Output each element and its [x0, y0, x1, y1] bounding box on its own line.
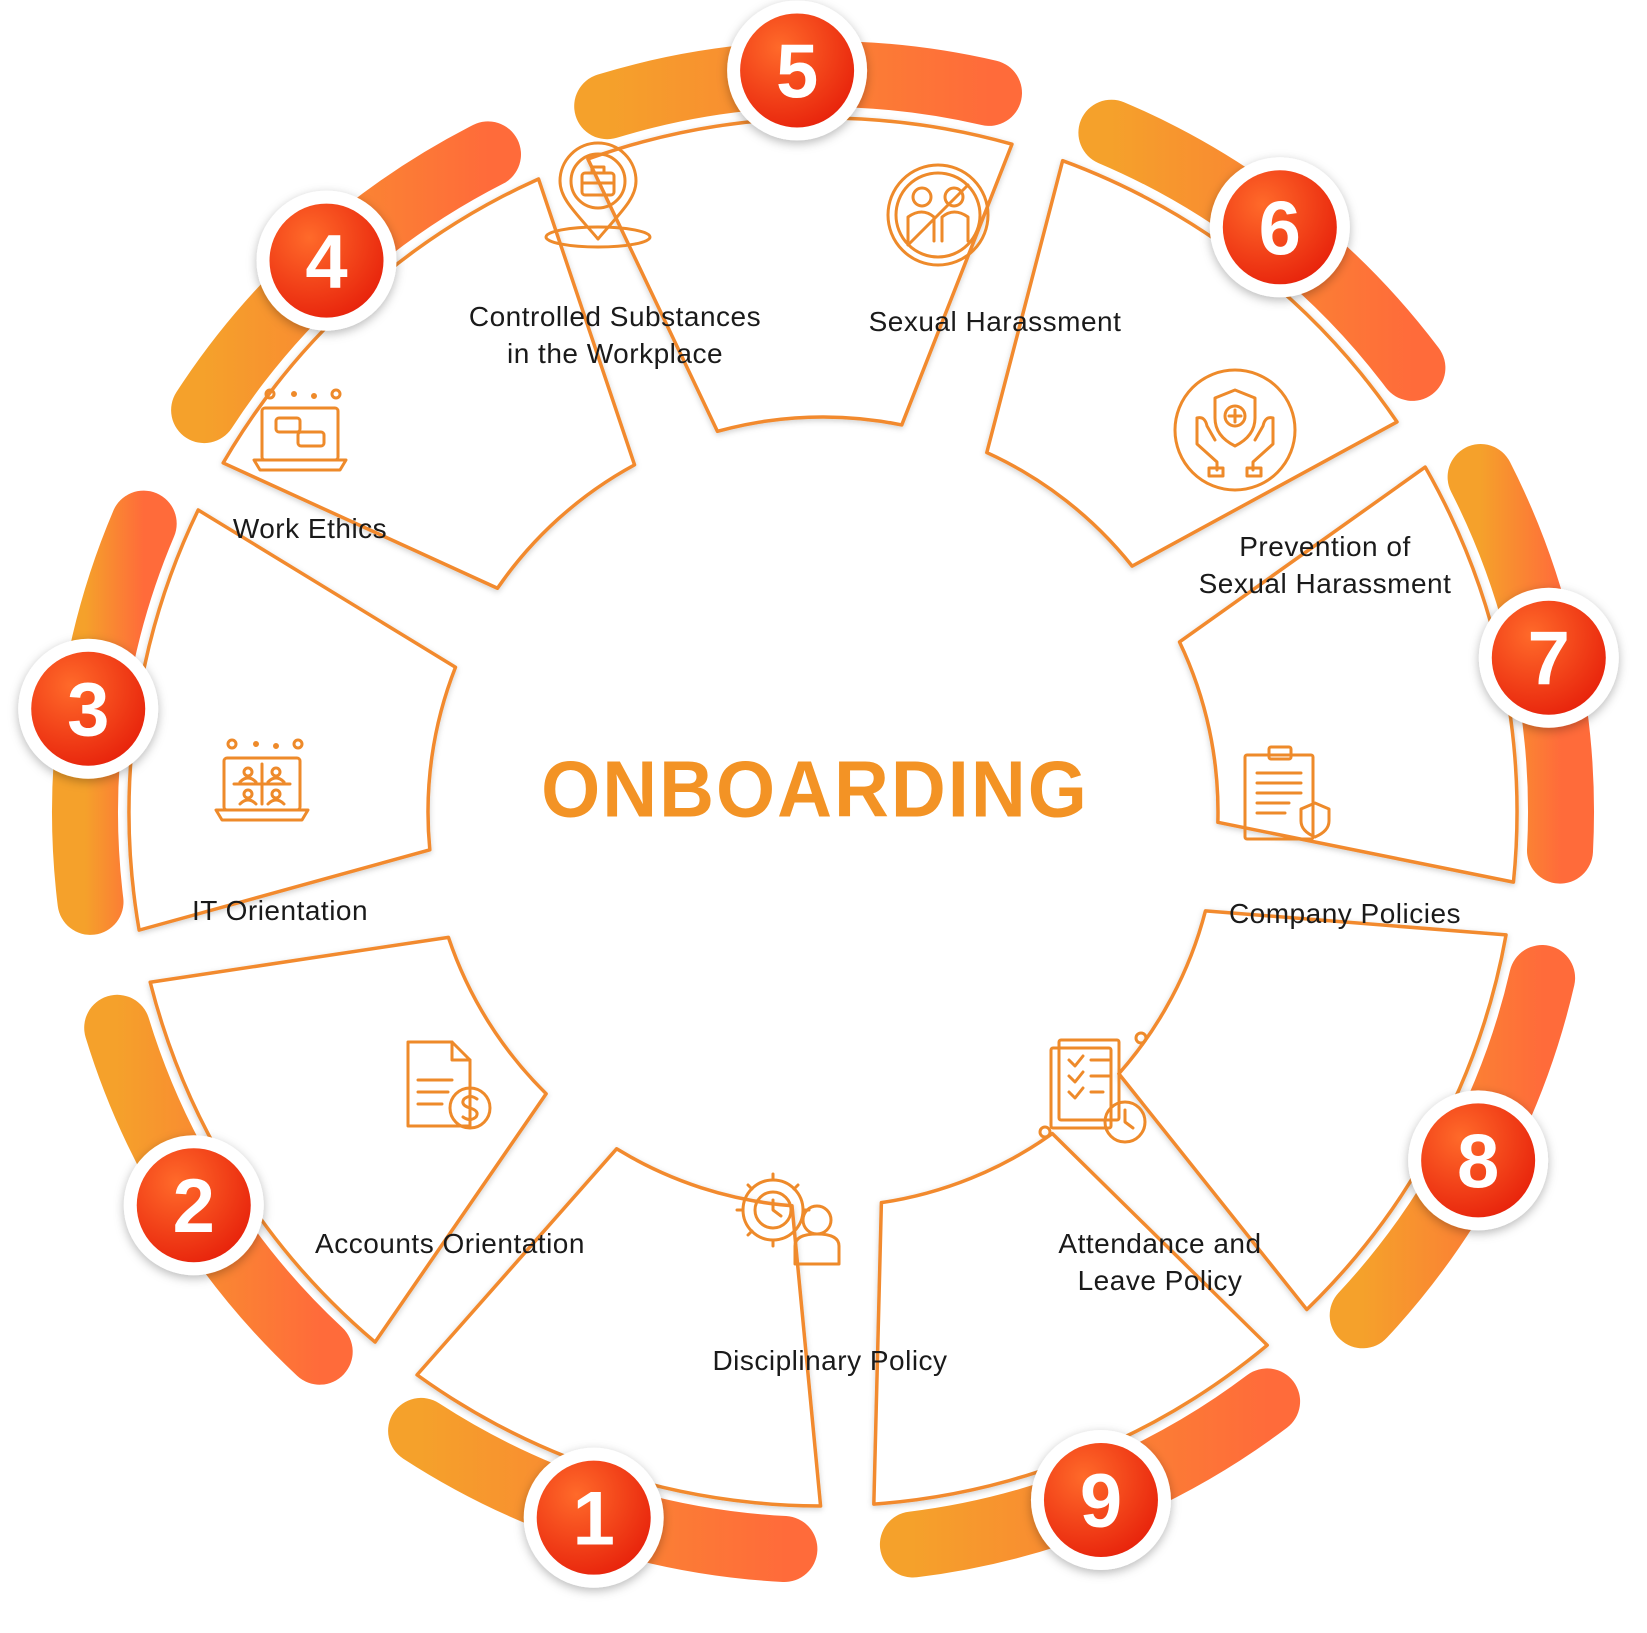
step-2-badge: 2 — [123, 1135, 264, 1276]
step-4-badge: 4 — [256, 190, 397, 331]
step-6-badge: 6 — [1209, 157, 1350, 298]
laptop-video-call-icon — [214, 738, 310, 822]
segment-tile-step-1 — [415, 1147, 823, 1508]
step-8-number: 8 — [1457, 1119, 1499, 1204]
step-1-label: Work Ethics — [232, 513, 388, 544]
step-4-number: 4 — [305, 220, 347, 305]
step-5-badge: 5 — [727, 0, 868, 141]
clipboard-shield-icon — [1243, 745, 1331, 841]
step-3-badge: 3 — [18, 638, 159, 779]
diagram-title: ONBOARDING — [541, 744, 1089, 835]
document-dollar-icon — [406, 1040, 492, 1130]
step-2-number: 2 — [173, 1164, 215, 1249]
step-3-number: 3 — [67, 668, 109, 753]
step-7-number: 7 — [1528, 617, 1570, 702]
step-8-badge: 8 — [1408, 1090, 1549, 1231]
step-9-badge: 9 — [1030, 1429, 1171, 1570]
step-8-label: Accounts Orientation — [315, 1228, 585, 1259]
step-1-number: 1 — [573, 1477, 615, 1562]
step-7-label: Disciplinary Policy — [712, 1345, 948, 1376]
step-5-number: 5 — [776, 29, 818, 114]
segment-tile-step-6 — [985, 158, 1399, 568]
step-6-number: 6 — [1259, 186, 1301, 271]
step-2-label: Controlled Substances in the Workplace — [468, 301, 762, 369]
segment-tile-step-3 — [127, 508, 458, 932]
step-9-number: 9 — [1080, 1459, 1122, 1544]
step-1-badge: 1 — [523, 1447, 664, 1588]
segment-tile-step-9 — [872, 1131, 1269, 1506]
gear-clock-person-icon — [735, 1172, 841, 1266]
step-6-label: Attendance and Leave Policy — [1058, 1228, 1262, 1296]
segment-tile-step-4 — [221, 177, 637, 591]
step-3-label: Sexual Harassment — [868, 306, 1122, 337]
hands-shield-icon — [1173, 368, 1297, 492]
location-briefcase-icon — [544, 141, 652, 249]
step-9-label: IT Orientation — [191, 895, 369, 926]
laptop-chat-icon — [252, 388, 348, 472]
segment-tile-step-7 — [1177, 465, 1519, 884]
segment-tile-step-8 — [1117, 909, 1508, 1312]
segment-tile-step-2 — [148, 935, 548, 1344]
step-5-label: Company Policies — [1228, 898, 1462, 929]
step-4-label: Prevention of Sexual Harassment — [1198, 531, 1452, 599]
checklist-clock-icon — [1038, 1031, 1148, 1144]
step-7-badge: 7 — [1478, 587, 1619, 728]
no-harassment-icon — [886, 163, 990, 267]
segment-tile-step-5 — [586, 116, 1014, 434]
